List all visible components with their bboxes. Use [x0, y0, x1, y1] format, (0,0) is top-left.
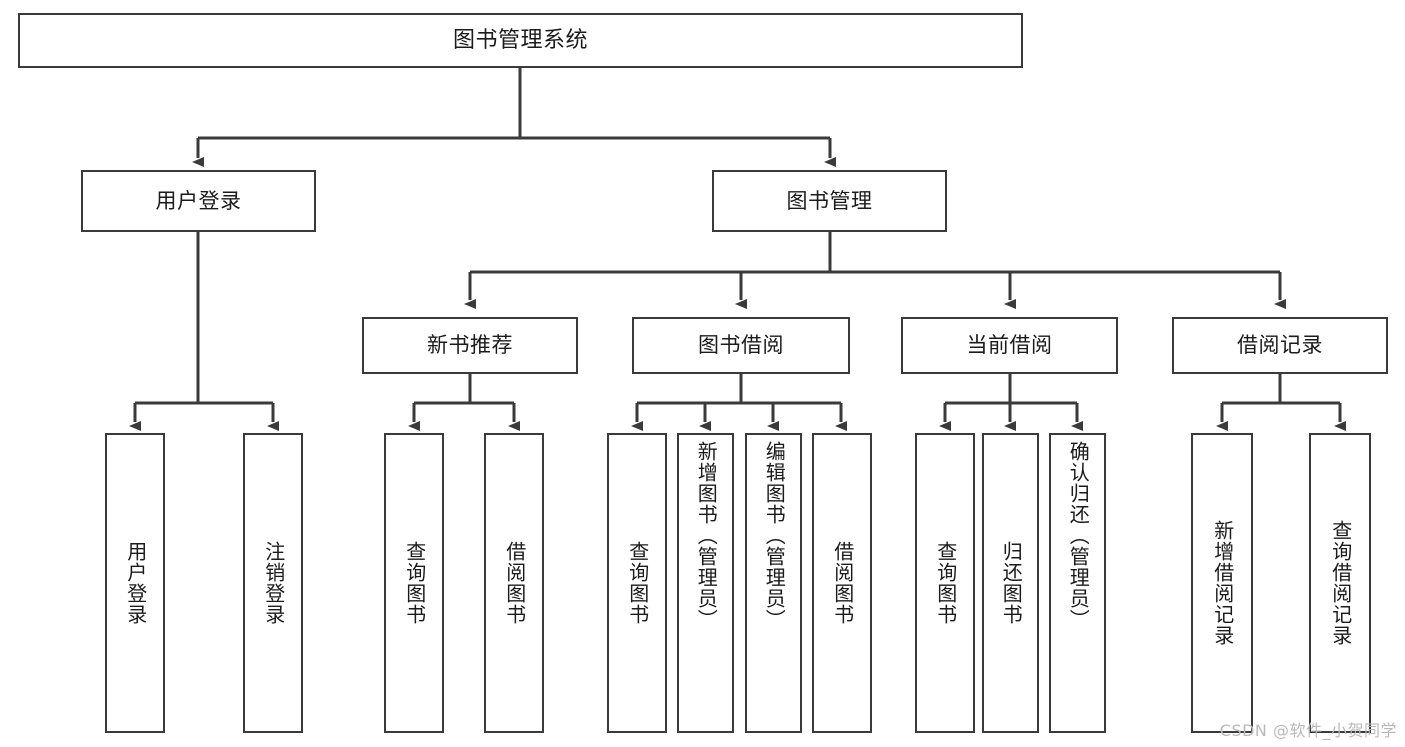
node-label: 查询借阅记录: [1328, 520, 1353, 646]
node-new-book-recommendation[interactable]: 新书推荐: [362, 317, 578, 374]
leaf-confirm-return-admin[interactable]: 确认归还（管理员）: [1049, 433, 1106, 733]
node-label: 借阅图书: [502, 541, 527, 625]
leaf-return-book[interactable]: 归还图书: [982, 433, 1039, 733]
node-label: 用户登录: [155, 188, 242, 213]
leaf-query-book-borrow[interactable]: 查询图书: [607, 433, 667, 733]
node-label: 图书借阅: [698, 333, 784, 358]
node-book-borrow[interactable]: 图书借阅: [632, 317, 850, 374]
leaf-add-borrow-record[interactable]: 新增借阅记录: [1191, 433, 1253, 733]
leaf-borrow-book[interactable]: 借阅图书: [812, 433, 872, 733]
leaf-query-book-current[interactable]: 查询图书: [915, 433, 975, 733]
node-label: 用户登录: [123, 541, 148, 625]
leaf-query-borrow-record[interactable]: 查询借阅记录: [1309, 433, 1371, 733]
leaf-edit-book-admin[interactable]: 编辑图书（管理员）: [745, 433, 802, 733]
node-label: 新增图书（管理员）: [694, 441, 719, 630]
node-label: 归还图书: [999, 541, 1024, 625]
node-label: 借阅图书: [830, 541, 855, 625]
node-book-management[interactable]: 图书管理: [712, 170, 947, 232]
node-label: 图书管理: [786, 188, 873, 213]
watermark: CSDN @软件_小贺同学: [1219, 721, 1397, 740]
leaf-user-login[interactable]: 用户登录: [105, 433, 165, 733]
node-label: 当前借阅: [966, 333, 1053, 358]
node-label: 新书推荐: [427, 333, 513, 358]
node-current-borrow[interactable]: 当前借阅: [901, 317, 1118, 374]
node-label: 借阅记录: [1237, 333, 1323, 358]
node-label: 查询图书: [402, 541, 427, 625]
leaf-query-book-recommend[interactable]: 查询图书: [384, 433, 444, 733]
node-label: 确认归还（管理员）: [1066, 441, 1091, 630]
leaf-add-book-admin[interactable]: 新增图书（管理员）: [677, 433, 734, 733]
node-label: 图书管理系统: [452, 27, 588, 53]
node-label: 编辑图书（管理员）: [762, 441, 787, 630]
node-label: 注销登录: [261, 541, 286, 625]
node-label: 新增借阅记录: [1210, 520, 1235, 646]
leaf-logout[interactable]: 注销登录: [243, 433, 303, 733]
node-root-book-management-system[interactable]: 图书管理系统: [18, 13, 1023, 68]
node-user-login[interactable]: 用户登录: [81, 170, 316, 232]
node-label: 查询图书: [933, 541, 958, 625]
node-borrow-records[interactable]: 借阅记录: [1172, 317, 1388, 374]
leaf-borrow-book-recommend[interactable]: 借阅图书: [484, 433, 544, 733]
node-label: 查询图书: [625, 541, 650, 625]
